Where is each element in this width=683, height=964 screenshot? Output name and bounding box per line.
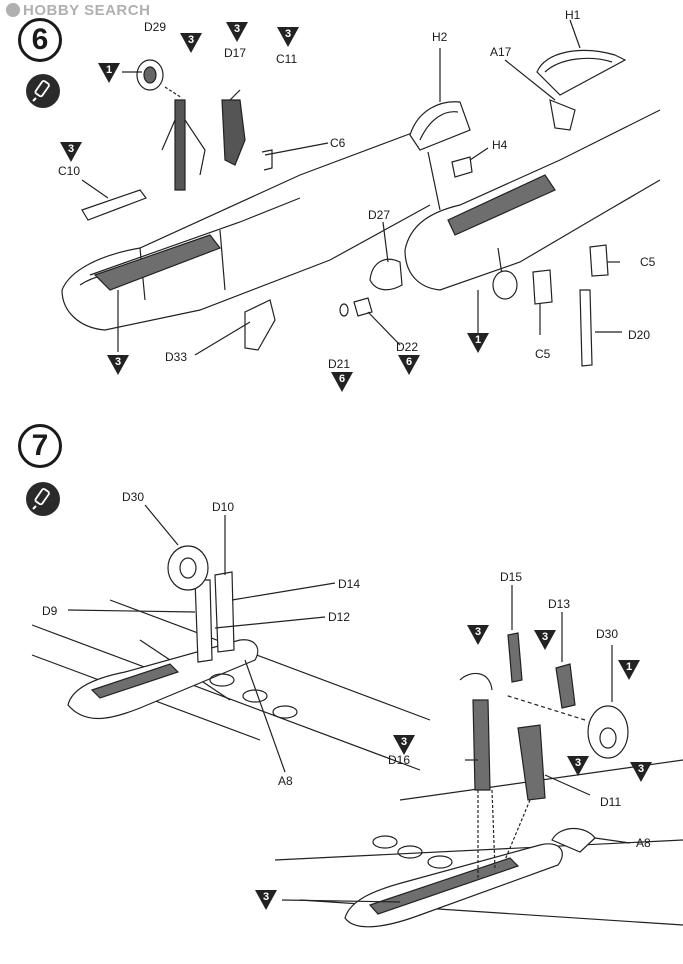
watermark-text: HOBBY SEARCH	[23, 2, 151, 19]
part-label: C5	[640, 255, 656, 269]
part-label: A8	[278, 774, 293, 788]
part-label: D22	[396, 340, 419, 354]
triangle-marker-icon: 3	[467, 625, 489, 645]
part-label: H4	[492, 138, 508, 152]
part-label: D27	[368, 208, 391, 222]
step-6-number: 6	[18, 18, 62, 62]
part-label: D16	[388, 753, 411, 767]
part-label: D20	[628, 328, 651, 342]
triangle-marker-icon: 1	[98, 63, 120, 83]
part-label: D11	[600, 795, 622, 809]
triangle-marker-icon: 3	[393, 735, 415, 755]
step-7-number: 7	[18, 424, 62, 468]
triangle-marker-icon: 3	[107, 355, 129, 375]
triangle-marker-icon: 6	[331, 372, 353, 392]
triangle-marker-icon: 1	[467, 333, 489, 353]
part-label: D33	[165, 350, 188, 364]
part-label: D21	[328, 357, 351, 371]
triangle-marker-icon: 3	[534, 630, 556, 650]
watermark-logo-icon	[6, 3, 20, 17]
triangle-marker-icon: 1	[618, 660, 640, 680]
part-label: D17	[224, 46, 247, 60]
part-label: C10	[58, 164, 81, 178]
part-label: D14	[338, 577, 361, 591]
triangle-marker-icon: 6	[398, 355, 420, 375]
part-label: D12	[328, 610, 351, 624]
part-label: A8	[636, 836, 651, 850]
part-label: H2	[432, 30, 448, 44]
part-label: H1	[565, 8, 581, 22]
triangle-marker-icon: 3	[255, 890, 277, 910]
part-label: A17	[490, 45, 512, 59]
triangle-marker-icon: 3	[60, 142, 82, 162]
part-label: D30	[596, 627, 619, 641]
part-label: D9	[42, 604, 58, 618]
triangle-marker-icon: 3	[226, 22, 248, 42]
part-label: D10	[212, 500, 235, 514]
triangle-marker-icon: 3	[630, 762, 652, 782]
part-label: D30	[122, 490, 145, 504]
part-label: C11	[276, 52, 298, 66]
part-label: C6	[330, 136, 346, 150]
glue-tube-icon	[26, 74, 60, 108]
part-label: C5	[535, 347, 551, 361]
part-label: D29	[144, 20, 167, 34]
glue-tube-icon	[26, 482, 60, 516]
watermark: HOBBY SEARCH	[6, 2, 150, 19]
triangle-marker-icon: 3	[567, 756, 589, 776]
triangle-marker-icon: 3	[277, 27, 299, 47]
triangle-marker-icon: 3	[180, 33, 202, 53]
part-label: D15	[500, 570, 523, 584]
part-label: D13	[548, 597, 571, 611]
